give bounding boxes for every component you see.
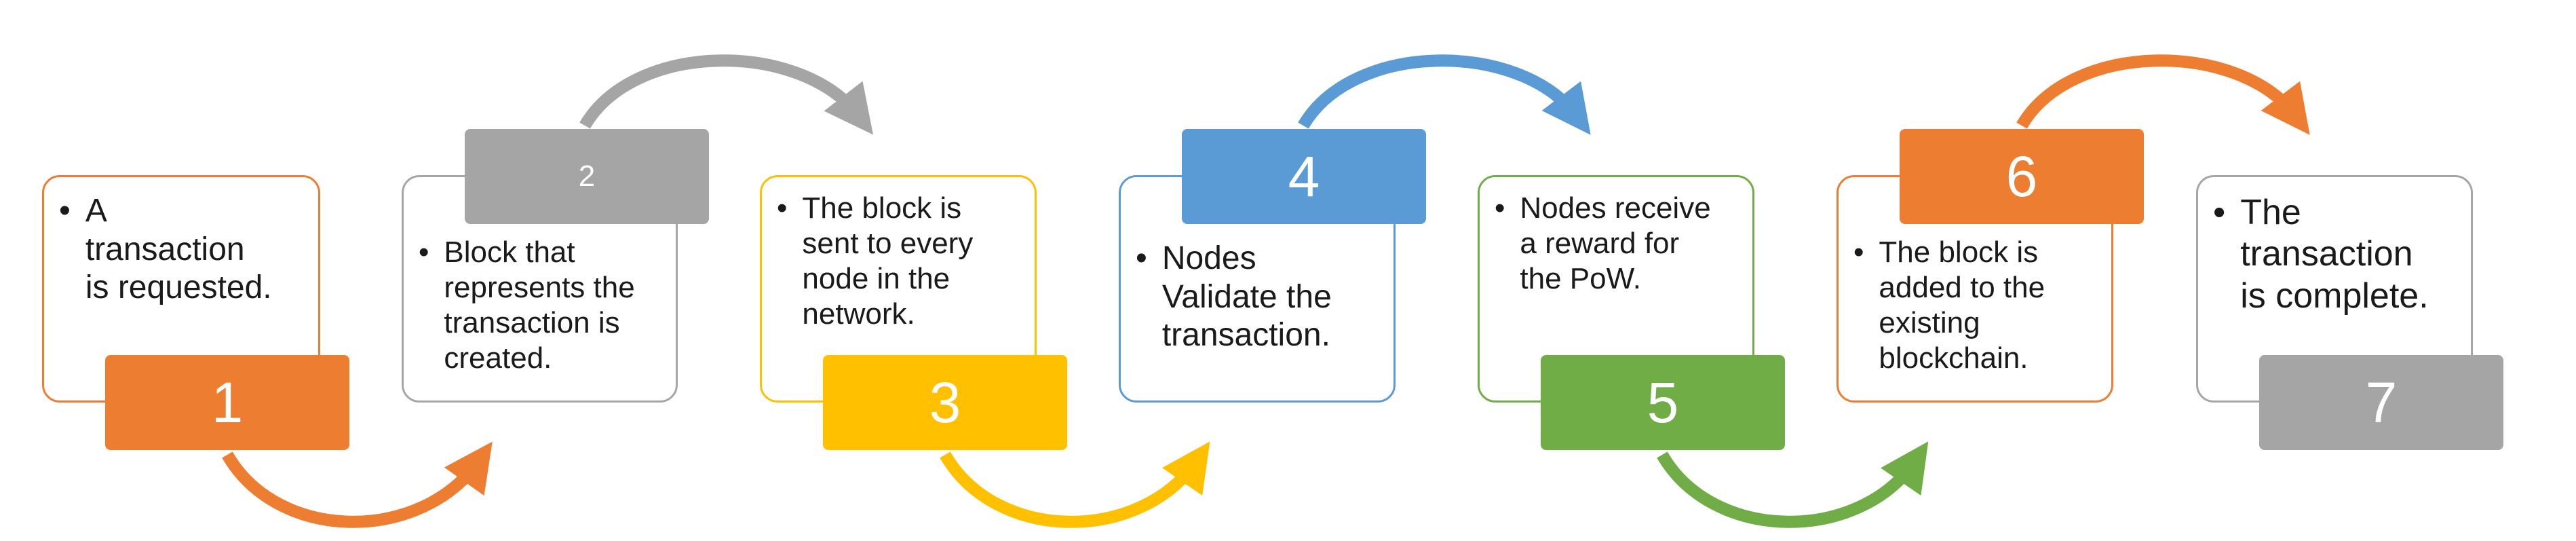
step-5-number: 5 bbox=[1541, 355, 1785, 450]
step-4-number: 4 bbox=[1182, 129, 1426, 224]
step-6-card: • The block is added to the existing blo… bbox=[1837, 175, 2113, 403]
step-7-number: 7 bbox=[2259, 355, 2503, 450]
step-1-text: A transaction is requested. bbox=[85, 193, 272, 306]
step-3-number: 3 bbox=[823, 355, 1067, 450]
step-1-bullet: • A transaction is requested. bbox=[59, 192, 272, 307]
step-6-text: The block is added to the existing block… bbox=[1879, 236, 2045, 375]
bullet-icon: • bbox=[777, 191, 788, 225]
arrow-6-to-7 bbox=[2016, 54, 2310, 135]
step-3-bullet: • The block is sent to every node in the… bbox=[777, 191, 973, 332]
arrow-1-to-2 bbox=[222, 441, 493, 528]
step-2-number: 2 bbox=[465, 129, 709, 224]
step-5-text: Nodes receive a reward for the PoW. bbox=[1520, 191, 1711, 295]
step-5-bullet: • Nodes receive a reward for the PoW. bbox=[1495, 191, 1711, 297]
step-7-number-label: 7 bbox=[2365, 370, 2398, 434]
step-7-text: The transaction is complete. bbox=[2240, 193, 2429, 316]
step-6-number-label: 6 bbox=[2005, 144, 2038, 208]
step-5-number-label: 5 bbox=[1647, 370, 1679, 434]
bullet-icon: • bbox=[59, 193, 71, 229]
bullet-icon: • bbox=[419, 236, 429, 269]
step-4-text: Nodes Validate the transaction. bbox=[1161, 240, 1332, 354]
step-6-number: 6 bbox=[1900, 129, 2144, 224]
step-3-number-label: 3 bbox=[929, 370, 961, 434]
bullet-icon: • bbox=[1853, 236, 1864, 269]
step-6-bullet: • The block is added to the existing blo… bbox=[1853, 235, 2045, 376]
step-2-text: Block that represents the transaction is… bbox=[444, 236, 635, 375]
arrow-2-to-3 bbox=[579, 54, 874, 135]
step-1-number-label: 1 bbox=[211, 370, 244, 434]
step-4-bullet: • Nodes Validate the transaction. bbox=[1136, 240, 1332, 355]
step-2-number-label: 2 bbox=[578, 160, 596, 193]
arrow-5-to-6 bbox=[1657, 441, 1929, 528]
bullet-icon: • bbox=[2213, 193, 2226, 232]
step-1-number: 1 bbox=[105, 355, 349, 450]
step-3-text: The block is sent to every node in the n… bbox=[802, 191, 974, 331]
arrow-3-to-4 bbox=[940, 441, 1210, 528]
step-2-bullet: • Block that represents the transaction … bbox=[419, 235, 635, 376]
arrow-4-to-5 bbox=[1298, 54, 1591, 135]
step-4-number-label: 4 bbox=[1288, 144, 1320, 208]
bullet-icon: • bbox=[1495, 191, 1505, 225]
bullet-icon: • bbox=[1136, 240, 1147, 276]
step-7-bullet: • The transaction is complete. bbox=[2213, 192, 2429, 317]
